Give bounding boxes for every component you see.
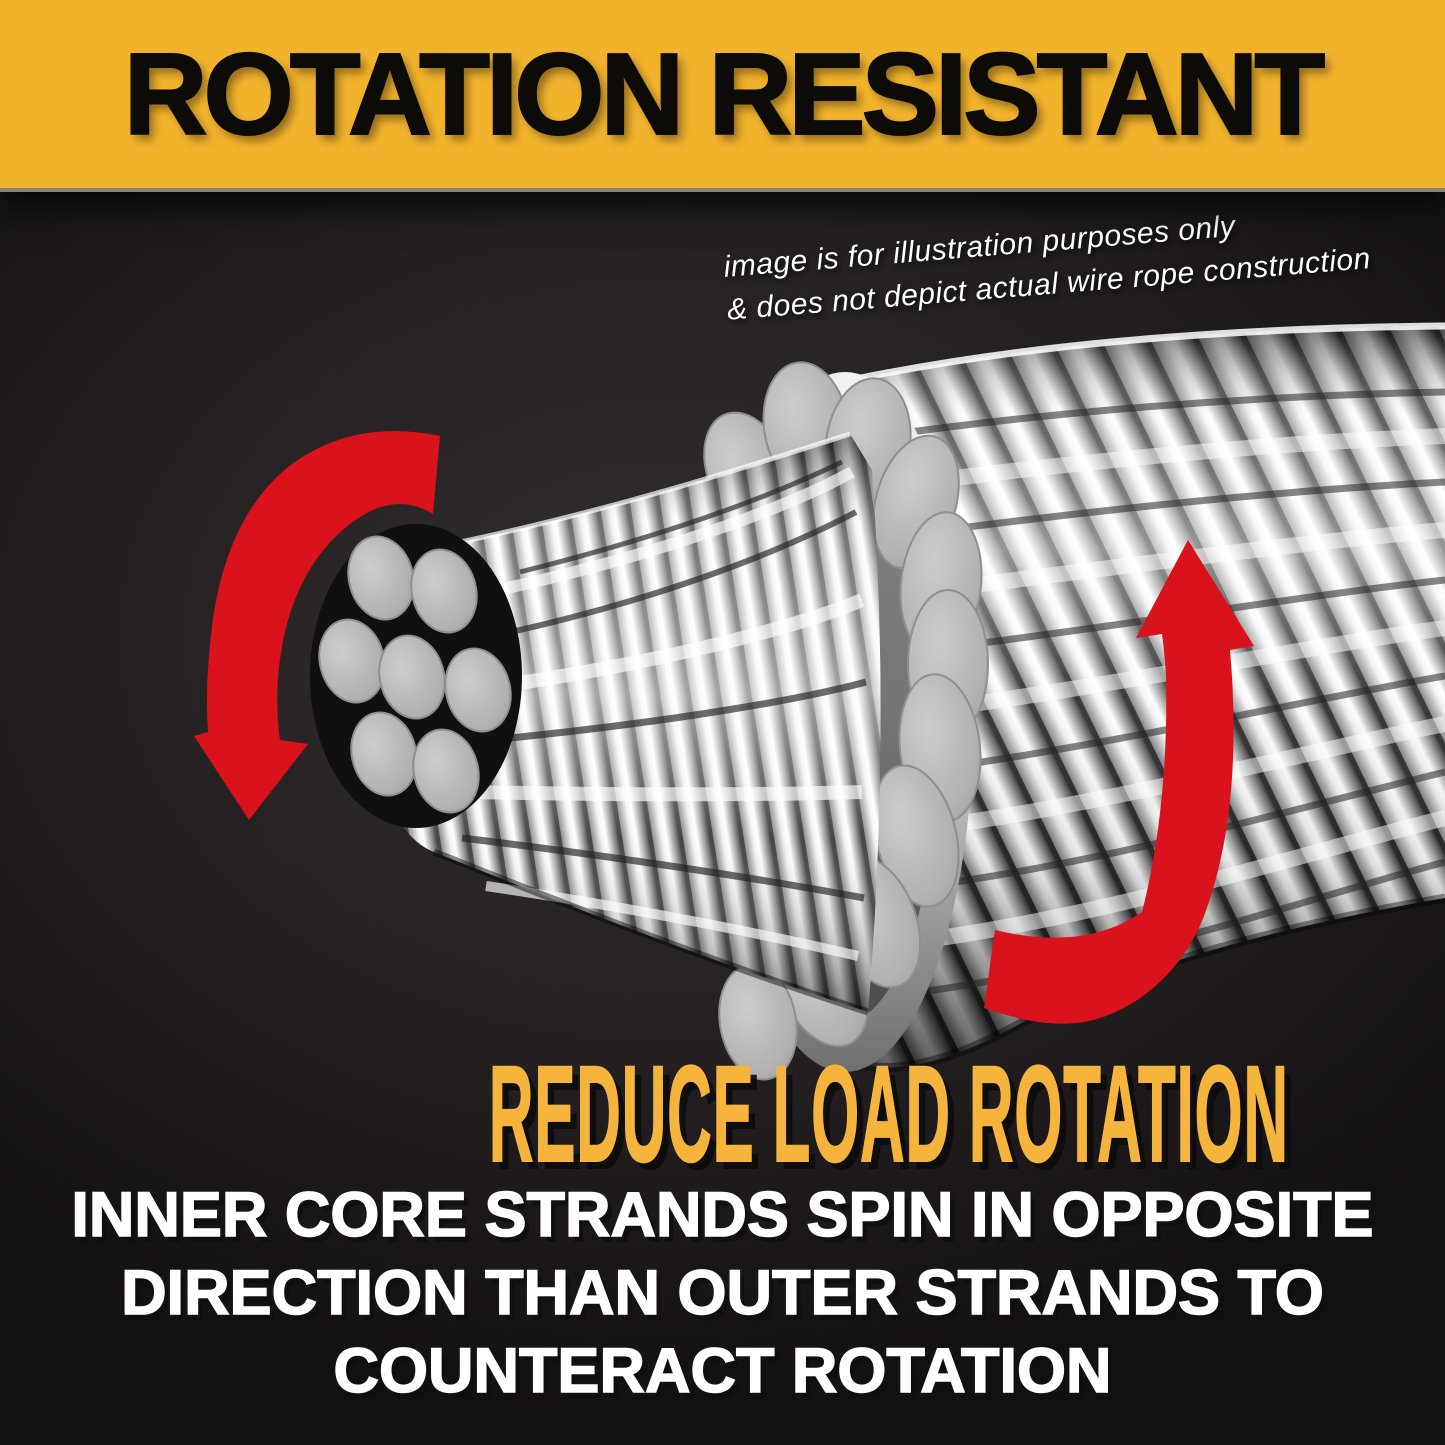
description-line-3: COUNTERACT ROTATION: [333, 1335, 1113, 1407]
rotation-arrow-right-icon: [984, 540, 1254, 1024]
description-line-2: DIRECTION THAN OUTER STRANDS TO: [120, 1257, 1324, 1329]
inner-core: [370, 431, 881, 1016]
page-title: ROTATION RESISTANT: [123, 28, 1326, 160]
headline: REDUCE LOAD ROTATION: [0, 1038, 1445, 1191]
rotation-arrow-left-icon: [194, 431, 440, 820]
headline-text: REDUCE LOAD ROTATION: [488, 1038, 1289, 1191]
description-line-1: INNER CORE STRANDS SPIN IN OPPOSITE: [71, 1179, 1375, 1251]
title-banner: ROTATION RESISTANT: [0, 0, 1445, 192]
core-cut-ends: [310, 524, 522, 828]
description: INNER CORE STRANDS SPIN IN OPPOSITE DIRE…: [0, 1176, 1445, 1410]
